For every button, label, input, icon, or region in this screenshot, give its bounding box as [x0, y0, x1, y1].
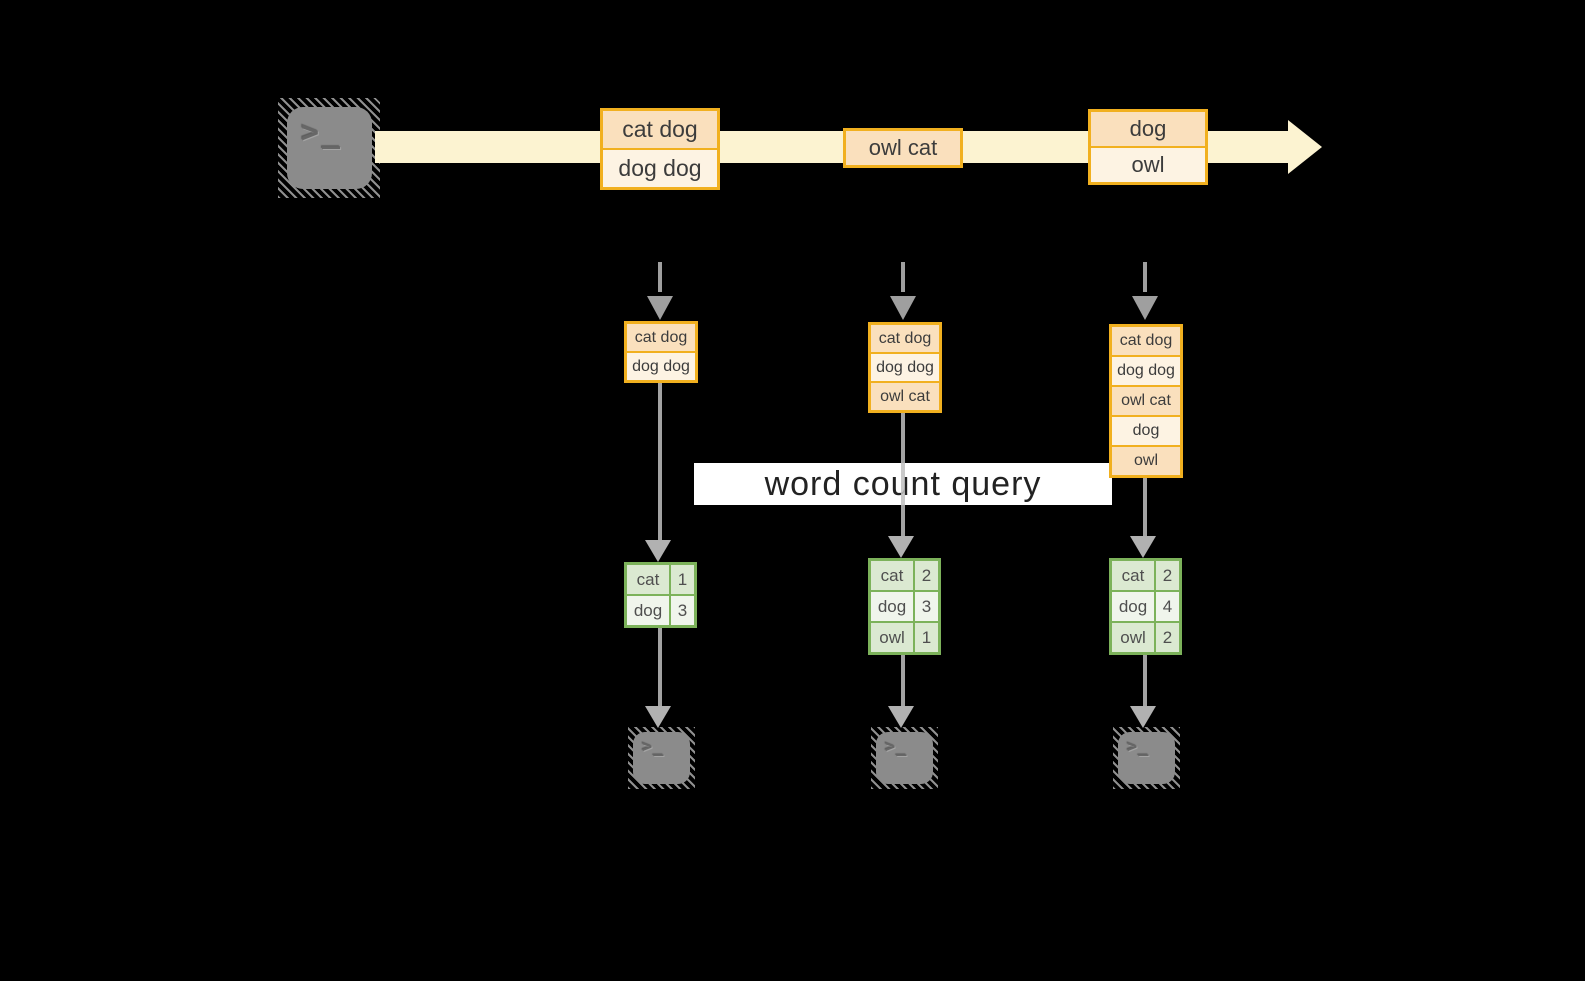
buffer-record: dog	[1112, 415, 1180, 445]
terminal-prompt-glyph: >_	[301, 115, 344, 150]
sink-terminal-icon-3: >_	[1113, 727, 1180, 789]
buffer-record: dog dog	[871, 352, 939, 381]
count-table-3: cat 2 dog 4 owl 2	[1109, 558, 1182, 655]
count-cell: 1	[921, 627, 932, 647]
buffer-record: dog dog	[1112, 355, 1180, 385]
table-row: dog 3	[871, 590, 938, 621]
arrow-down-icon	[1132, 296, 1158, 320]
table-row: cat 2	[871, 561, 938, 590]
word-cell: cat	[871, 561, 915, 590]
buffer-record: owl cat	[871, 381, 939, 410]
source-terminal-icon: >_	[278, 98, 380, 198]
arrow-line	[901, 655, 905, 706]
arrow-down-icon	[647, 296, 673, 320]
arrow-down-icon	[1130, 536, 1156, 558]
dashed-arrow-line	[901, 262, 905, 292]
count-cell: 4	[1162, 596, 1173, 616]
arrow-line	[901, 413, 905, 536]
arrow-line	[1143, 655, 1147, 706]
count-cell: 2	[921, 565, 932, 585]
buffer-stack-1: cat dog dog dog	[624, 321, 698, 383]
stream-record: cat dog	[603, 111, 717, 148]
arrow-down-icon	[888, 536, 914, 558]
buffer-record: cat dog	[871, 325, 939, 352]
count-cell: 2	[1162, 565, 1173, 585]
arrow-down-icon	[645, 540, 671, 562]
dashed-arrow-line	[658, 262, 662, 292]
buffer-record: owl	[1112, 445, 1180, 475]
terminal-icon: >_	[633, 732, 690, 784]
buffer-record: owl cat	[1112, 385, 1180, 415]
stream-record: owl cat	[846, 131, 960, 165]
word-cell: dog	[1112, 592, 1156, 621]
stream-record: owl	[1091, 146, 1205, 182]
arrow-down-icon	[1130, 706, 1156, 728]
buffer-record: dog dog	[627, 351, 695, 380]
terminal-prompt-glyph: >_	[885, 737, 908, 757]
word-cell: cat	[627, 565, 671, 594]
table-row: cat 1	[627, 565, 694, 594]
buffer-stack-2: cat dog dog dog owl cat	[868, 322, 942, 413]
table-row: cat 2	[1112, 561, 1179, 590]
count-table-1: cat 1 dog 3	[624, 562, 697, 628]
count-cell: 1	[677, 569, 688, 589]
stream-record-group-1: cat dog dog dog	[600, 108, 720, 190]
count-table-2: cat 2 dog 3 owl 1	[868, 558, 941, 655]
count-cell: 3	[677, 600, 688, 620]
arrow-down-icon	[888, 706, 914, 728]
arrow-line	[1143, 478, 1147, 536]
arrow-line	[658, 383, 662, 540]
count-cell: 2	[1162, 627, 1173, 647]
terminal-icon: >_	[1118, 732, 1175, 784]
arrow-down-icon	[890, 296, 916, 320]
table-row: dog 4	[1112, 590, 1179, 621]
count-cell: 3	[921, 596, 932, 616]
stream-record-group-2: owl cat	[843, 128, 963, 168]
terminal-prompt-glyph: >_	[1127, 737, 1150, 757]
buffer-stack-3: cat dog dog dog owl cat dog owl	[1109, 324, 1183, 478]
word-cell: owl	[871, 623, 915, 652]
dashed-arrow-line	[1143, 262, 1147, 292]
word-cell: dog	[871, 592, 915, 621]
buffer-record: cat dog	[627, 324, 695, 351]
sink-terminal-icon-1: >_	[628, 727, 695, 789]
arrow-down-icon	[645, 706, 671, 728]
word-cell: owl	[1112, 623, 1156, 652]
buffer-record: cat dog	[1112, 327, 1180, 355]
table-row: dog 3	[627, 594, 694, 625]
word-cell: cat	[1112, 561, 1156, 590]
arrow-line	[658, 628, 662, 706]
terminal-prompt-glyph: >_	[642, 737, 665, 757]
stream-record-group-3: dog owl	[1088, 109, 1208, 185]
word-cell: dog	[627, 596, 671, 625]
terminal-icon: >_	[876, 732, 933, 784]
stream-record: dog	[1091, 112, 1205, 146]
table-row: owl 1	[871, 621, 938, 652]
table-row: owl 2	[1112, 621, 1179, 652]
sink-terminal-icon-2: >_	[871, 727, 938, 789]
stream-record: dog dog	[603, 148, 717, 187]
stream-arrowhead-icon	[1288, 120, 1322, 174]
terminal-icon: >_	[287, 107, 372, 189]
